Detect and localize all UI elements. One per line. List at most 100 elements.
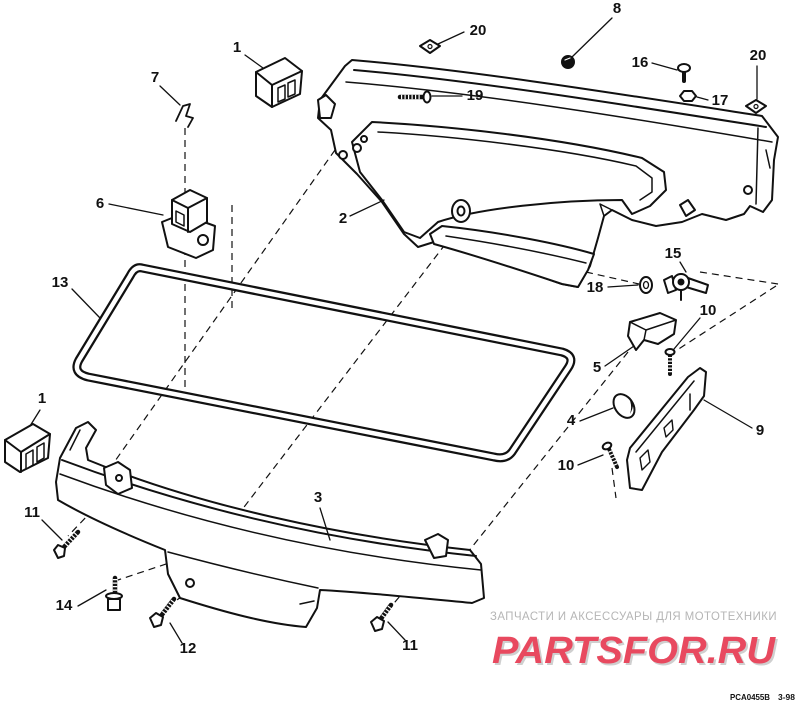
lower-cowl-bracket-hole [115,474,123,482]
bracket-part-6 [161,189,216,259]
screw-part-10-upper [664,348,676,376]
callout-part-1-upper: 1 [233,39,241,56]
upper-cowl-opening-inner-edge [377,131,653,201]
callout-part-15: 15 [665,245,682,262]
leader-line-part-9 [703,399,753,429]
bracket-slot [663,419,674,438]
bolt-head [107,598,121,611]
leader-line-part-16 [651,62,678,71]
upper-cowl-screw-hole [743,185,753,195]
leader-line-part-15 [679,261,687,273]
lower-cowl-skirt-notch [299,600,315,605]
callout-part-9: 9 [756,422,764,439]
latch-part-5 [627,312,677,351]
leader-line-part-14 [77,589,107,607]
leader-line-part-4 [579,407,614,422]
callout-part-6: 6 [96,195,104,212]
callout-part-4: 4 [567,412,576,429]
upper-cowl-rim-lower-edge [345,81,773,143]
leader-line-part-11-left [41,519,63,541]
screw-part-10-lower [601,441,619,469]
lower-cowl-right-bracket [424,533,449,559]
watermark-tagline: ЗАПЧАСТИ И АКСЕССУАРЫ ДЛЯ МОТОТЕХНИКИ [490,609,777,623]
leader-line-part-5 [604,345,635,367]
bolt-head [149,612,164,628]
upper-cowl-hook [679,199,696,217]
upper-cowl-notch [599,203,613,217]
clip-part-7 [175,103,194,128]
assembly-line [389,559,431,609]
leader-line-part-11-bottom [387,621,406,641]
callout-part-14: 14 [56,597,73,614]
lower-cowl-body [55,421,485,628]
upper-cowl-rear-flap [429,225,595,288]
nut-part-17 [679,90,697,102]
nut-hole [753,103,759,110]
callout-part-8: 8 [613,0,621,17]
assembly-line [227,224,461,529]
leader-line-part-1-lower [29,409,41,427]
leader-line-part-8 [571,17,613,58]
upper-cowl-grommet-hole [456,205,466,217]
callout-part-12: 12 [180,640,197,657]
assembly-line [611,467,617,499]
washer-hole [642,280,650,290]
callout-part-20-upper: 20 [470,22,487,39]
assembly-line [673,285,777,353]
figure-code-date: 3-98 [778,692,795,702]
assembly-line [699,271,779,285]
leader-line-part-7 [159,85,181,106]
watermark-logo: PARTSFOR.RU [492,630,777,672]
screw-head [664,348,676,356]
leader-line-part-10-upper [673,317,701,350]
bolt-head [53,544,66,559]
screw-part-19 [397,90,432,104]
bracket-slot [639,449,651,471]
seal-inner [74,265,574,461]
bolt-part-11-left [53,529,81,559]
upper-cowl-rim-edge [353,69,767,128]
leader-line-part-3 [319,507,331,541]
bolt-thread [64,531,79,547]
figure-code-id: PCA0455B [730,692,770,702]
bolt-part-12 [149,596,177,628]
bracket-slot [175,210,185,227]
upper-cowl-part-2 [317,59,779,288]
callout-part-11-bottom: 11 [402,637,418,654]
lower-cowl-skirt-edge [167,551,319,589]
latch-body [627,312,677,351]
leader-line-part-13 [71,288,101,319]
figure-code: PCA0455B 3-98 [730,692,795,702]
upper-cowl-rib [765,149,771,169]
leader-line-part-18 [607,284,639,288]
washer-part-18 [639,276,653,294]
callout-part-11-left: 11 [24,504,40,521]
callout-part-2: 2 [339,210,347,227]
bolt-part-11-right [370,602,394,632]
bolt-thread [380,605,392,620]
callout-part-18: 18 [587,279,604,296]
bolt-head [370,616,385,632]
block-slot [287,79,296,98]
pad-shade [628,396,634,414]
assembly-line [117,559,179,581]
nut-part-8 [561,55,575,69]
nut-body [561,55,575,69]
bumper-block-part-1-lower [4,423,51,473]
screw-part-16 [677,63,691,83]
callout-part-19: 19 [467,87,484,104]
callout-part-17: 17 [712,92,729,109]
callout-labels: 1 7 6 13 2 20 8 16 17 20 19 15 18 10 5 4… [24,0,766,657]
screw-head [677,63,691,73]
leader-line-part-10-lower [577,454,604,466]
lower-cowl-skirt-hole [185,578,195,588]
upper-cowl-rib [755,127,759,205]
block-slot [36,442,45,463]
lower-cowl-flange-edge [69,429,81,451]
assembly-line [102,149,336,479]
leader-line-part-12 [169,622,183,644]
block-slot [277,84,286,103]
callout-part-20-right: 20 [750,47,767,64]
upper-cowl-boss [338,150,348,160]
fitting-part-15 [663,273,709,301]
